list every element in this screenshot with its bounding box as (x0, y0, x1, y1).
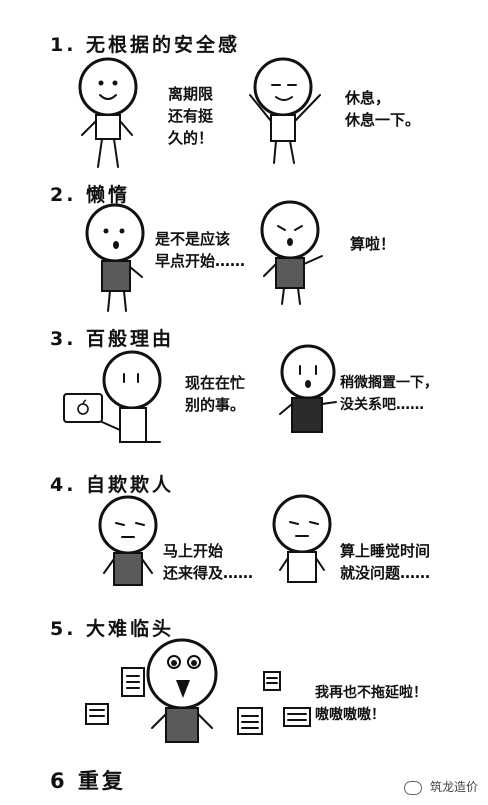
stick-figure-self-deceiving (98, 495, 158, 586)
panel-6-title: 6 重复 (50, 769, 126, 793)
stick-figure-panicking (85, 638, 311, 743)
stick-figure-relaxing (249, 57, 321, 164)
flying-paper-5 (283, 707, 311, 727)
stick-figure-dark-shirt (279, 344, 337, 433)
panel-1-title: 1. 无根据的安全感 (50, 34, 241, 56)
stick-figure-wondering (85, 203, 145, 312)
panel-2-right-speech: 算啦！ (350, 235, 396, 253)
flying-paper-1 (121, 667, 145, 697)
panel-5-title: 5. 大难临头 (50, 618, 175, 640)
panel-2-left-speech: 是不是应该 早点开始…… (155, 230, 246, 270)
panel-4-left-speech: 马上开始 还来得及…… (163, 542, 254, 582)
flying-paper-4 (263, 671, 281, 691)
panel-3-title: 3. 百般理由 (50, 328, 175, 350)
panel-3-right-speech: 稍微搁置一下， 没关系吧…… (340, 375, 438, 413)
laptop (63, 393, 103, 423)
stick-figure-sleepy (272, 494, 332, 583)
flying-paper-3 (237, 707, 263, 735)
apple-logo-icon (77, 399, 89, 415)
panel-4-right-speech: 算上睡觉时间 就没问题…… (340, 542, 431, 582)
panel-3-left-speech: 现在在忙 别的事。 (185, 374, 246, 414)
panel-2-title: 2. 懒惰 (50, 184, 131, 206)
stick-figure-confident (78, 57, 138, 168)
flying-paper-2 (85, 703, 109, 725)
panel-5-right-speech: 我再也不拖延啦！ 嗷嗷嗷嗷！ (315, 685, 427, 723)
watermark: 筑龙造价 (404, 778, 478, 795)
watermark-text: 筑龙造价 (429, 780, 478, 794)
stick-figure-giving-up (260, 200, 323, 305)
wechat-logo-icon (404, 780, 423, 795)
panel-1-left-speech: 离期限 还有挺 久的！ (168, 85, 214, 147)
panel-1-right-speech: 休息， 休息一下。 (345, 89, 421, 129)
panel-4-title: 4. 自欺欺人 (50, 474, 175, 496)
stick-figure-with-laptop (63, 350, 162, 443)
